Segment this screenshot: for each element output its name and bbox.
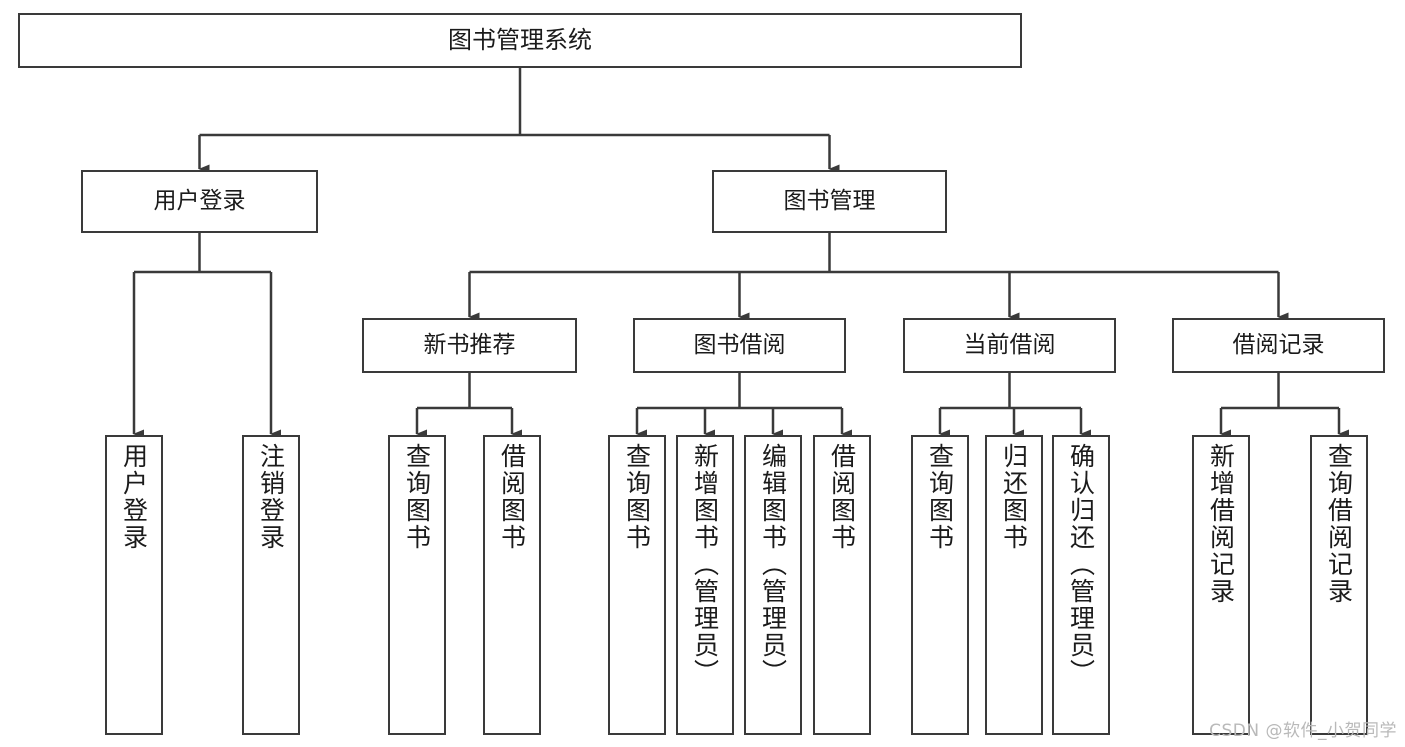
node-label: 新增图书（管理员）	[690, 443, 720, 686]
node-label: 编辑图书（管理员）	[758, 443, 788, 686]
node-leaf-query-book-3[interactable]: 查询图书	[911, 435, 969, 735]
node-label: 查询图书	[925, 443, 955, 551]
node-label: 图书管理系统	[448, 25, 592, 54]
node-label: 确认归还（管理员）	[1066, 443, 1096, 686]
node-label: 图书借阅	[693, 332, 786, 359]
node-root[interactable]: 图书管理系统	[18, 13, 1022, 68]
node-label: 借阅图书	[497, 443, 527, 551]
node-book-borrow[interactable]: 图书借阅	[633, 318, 846, 373]
node-label: 注销登录	[256, 443, 286, 551]
csdn-watermark: CSDN @软件_小贺同学	[1209, 721, 1397, 741]
node-label: 归还图书	[999, 443, 1029, 551]
node-leaf-query-book-2[interactable]: 查询图书	[608, 435, 666, 735]
node-book-manage[interactable]: 图书管理	[712, 170, 947, 233]
node-leaf-confirm-return[interactable]: 确认归还（管理员）	[1052, 435, 1110, 735]
node-leaf-edit-book[interactable]: 编辑图书（管理员）	[744, 435, 802, 735]
node-leaf-user-login[interactable]: 用户登录	[105, 435, 163, 735]
node-leaf-borrow-book-2[interactable]: 借阅图书	[813, 435, 871, 735]
node-label: 查询图书	[402, 443, 432, 551]
node-leaf-borrow-book-1[interactable]: 借阅图书	[483, 435, 541, 735]
node-leaf-query-book-1[interactable]: 查询图书	[388, 435, 446, 735]
node-label: 图书管理	[783, 188, 876, 215]
node-label: 当前借阅	[963, 332, 1056, 359]
node-current-borrow[interactable]: 当前借阅	[903, 318, 1116, 373]
node-label: 新增借阅记录	[1206, 443, 1236, 605]
node-label: 借阅记录	[1232, 332, 1325, 359]
node-leaf-logout[interactable]: 注销登录	[242, 435, 300, 735]
node-label: 用户登录	[119, 443, 149, 551]
node-user-login[interactable]: 用户登录	[81, 170, 318, 233]
node-label: 查询借阅记录	[1324, 443, 1354, 605]
node-borrow-record[interactable]: 借阅记录	[1172, 318, 1385, 373]
node-label: 查询图书	[622, 443, 652, 551]
node-leaf-query-record[interactable]: 查询借阅记录	[1310, 435, 1368, 735]
node-label: 借阅图书	[827, 443, 857, 551]
node-new-book-recommend[interactable]: 新书推荐	[362, 318, 577, 373]
node-label: 用户登录	[153, 188, 246, 215]
node-label: 新书推荐	[423, 332, 516, 359]
node-leaf-return-book[interactable]: 归还图书	[985, 435, 1043, 735]
node-leaf-add-record[interactable]: 新增借阅记录	[1192, 435, 1250, 735]
node-leaf-add-book[interactable]: 新增图书（管理员）	[676, 435, 734, 735]
